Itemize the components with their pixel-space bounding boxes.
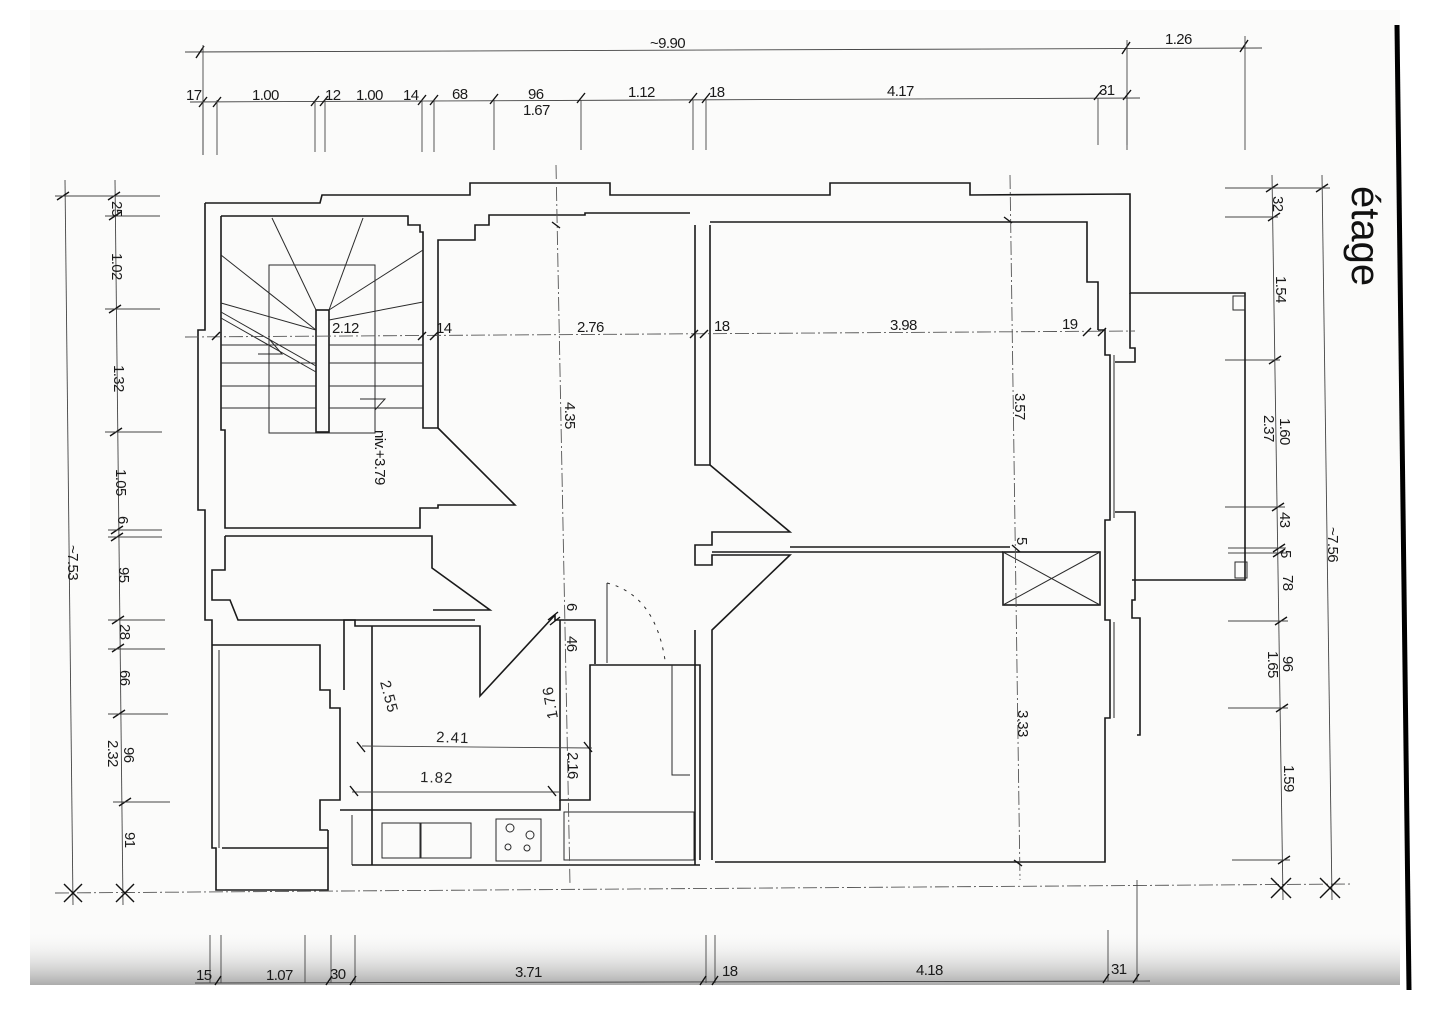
dim-left-7: 66 bbox=[116, 670, 133, 686]
dim-kitchen-width-a: 2.41 bbox=[436, 729, 470, 747]
bathtub bbox=[563, 811, 695, 861]
dim-left-4: 6 bbox=[114, 516, 131, 524]
dim-right-7: 96 bbox=[1279, 656, 1296, 672]
dim-int-v-0: 4.35 bbox=[561, 402, 578, 429]
dim-right-8: 1.65 bbox=[1264, 651, 1281, 678]
top-dimension-lines bbox=[184, 36, 1263, 155]
dim-top-10: 4.17 bbox=[887, 83, 914, 100]
dim-int-v-1: 3.57 bbox=[1011, 393, 1028, 420]
dim-int-h-0: 2.12 bbox=[332, 320, 359, 337]
kitchen-dimension-lines bbox=[352, 745, 593, 793]
dim-top-5: 68 bbox=[452, 86, 468, 103]
dim-left-10: 91 bbox=[121, 832, 138, 848]
dim-right-2: 1.60 bbox=[1276, 418, 1293, 445]
dim-int-v-4: 6 bbox=[563, 603, 580, 611]
dim-bottom-1: 1.07 bbox=[266, 967, 293, 984]
sink bbox=[381, 822, 421, 859]
dim-int-v-2: 5 bbox=[1013, 537, 1030, 545]
dim-top-7: 1.67 bbox=[523, 102, 550, 119]
dim-left-2: 1.32 bbox=[110, 365, 127, 392]
dim-int-h-1: 14 bbox=[436, 320, 452, 337]
dim-right-6: 78 bbox=[1279, 575, 1296, 591]
dim-left-6: 28 bbox=[116, 624, 133, 640]
bottom-dimension-lines bbox=[194, 880, 1151, 986]
dim-top-4: 14 bbox=[403, 87, 419, 104]
dim-right-0: 32 bbox=[1269, 196, 1286, 212]
dim-bottom-4: 18 bbox=[722, 963, 738, 980]
dim-int-h-3: 18 bbox=[714, 318, 730, 335]
dim-top-1: 1.00 bbox=[252, 87, 279, 104]
dim-top-11: 31 bbox=[1099, 82, 1115, 99]
page-edge bbox=[1394, 24, 1412, 991]
dim-bottom-3: 3.71 bbox=[515, 964, 542, 981]
plan-title: étage bbox=[1343, 186, 1387, 286]
centre-lines bbox=[184, 164, 1136, 886]
dim-top-6: 96 bbox=[528, 86, 544, 103]
stair-treads bbox=[220, 217, 424, 411]
dim-top-2: 12 bbox=[325, 87, 341, 104]
dim-right-1: 1.54 bbox=[1272, 276, 1289, 303]
dim-right-3: 2.37 bbox=[1260, 415, 1277, 442]
dim-left-9: 2.32 bbox=[104, 740, 121, 767]
dim-bottom-6: 31 bbox=[1111, 961, 1127, 978]
dim-int-v-5: 46 bbox=[563, 636, 580, 652]
dim-top-0: 17 bbox=[186, 87, 202, 104]
dim-left-5: 95 bbox=[115, 567, 132, 583]
dim-left-total: ~7.53 bbox=[64, 545, 81, 580]
dim-int-v-3: 3.33 bbox=[1014, 710, 1031, 737]
dim-int-h-5: 19 bbox=[1062, 316, 1078, 333]
dim-kitchen-width-b: 1.82 bbox=[420, 769, 454, 787]
shaft bbox=[1002, 551, 1101, 606]
dim-kitchen-height: 2.16 bbox=[564, 752, 581, 779]
right-dimension-lines bbox=[1225, 174, 1341, 901]
dim-top-3: 1.00 bbox=[356, 87, 383, 104]
dim-bottom-0: 15 bbox=[196, 967, 212, 984]
level-annotation: niv.+3.79 bbox=[371, 430, 388, 485]
dim-bottom-5: 4.18 bbox=[916, 962, 943, 979]
door-swing bbox=[606, 582, 666, 661]
dim-top-extension: 1.26 bbox=[1165, 31, 1192, 48]
cooktop bbox=[495, 818, 542, 862]
dim-bottom-2: 30 bbox=[330, 966, 346, 983]
left-dimension-lines bbox=[54, 179, 1351, 906]
dim-kitchen-side: 1.76 bbox=[539, 685, 562, 721]
dim-int-h-2: 2.76 bbox=[577, 319, 604, 336]
paper-background bbox=[30, 10, 1400, 985]
dim-top-8: 1.12 bbox=[628, 84, 655, 101]
dim-left-3: 1.05 bbox=[112, 469, 129, 496]
dim-right-5: 5 bbox=[1277, 550, 1294, 558]
dim-left-8: 96 bbox=[120, 747, 137, 763]
dim-int-h-4: 3.98 bbox=[890, 317, 917, 334]
building-outline bbox=[197, 182, 1248, 891]
dim-right-4: 43 bbox=[1276, 512, 1293, 528]
dim-left-1: 1.02 bbox=[108, 253, 125, 280]
dim-top-total: ~9.90 bbox=[650, 35, 685, 52]
dim-right-total: ~7.56 bbox=[1324, 527, 1341, 562]
dim-right-9: 1.59 bbox=[1280, 765, 1297, 792]
dim-top-9: 18 bbox=[709, 84, 725, 101]
dim-left-0: 25 bbox=[108, 201, 125, 217]
